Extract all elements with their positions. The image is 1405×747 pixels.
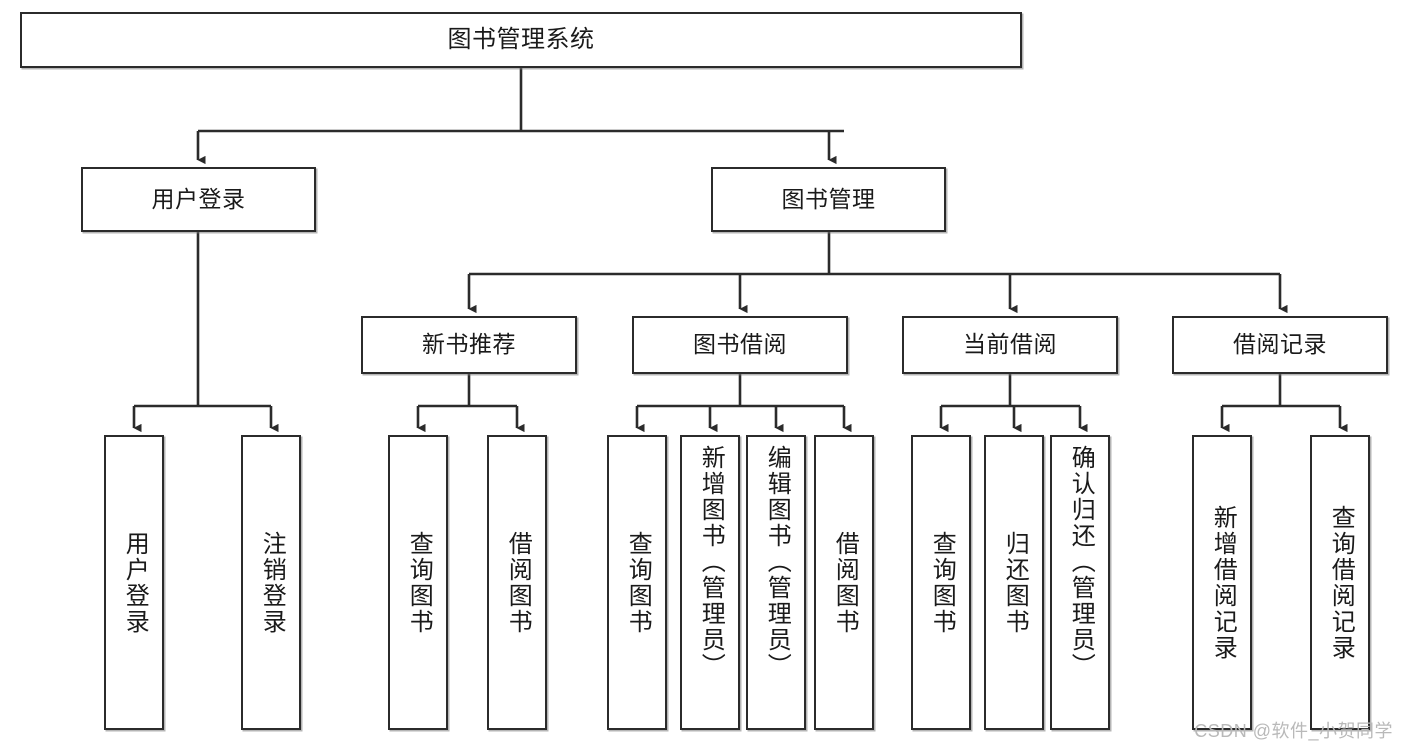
- node-leaf-query-borrow-record-label: 查询借阅记录: [1327, 504, 1355, 661]
- node-leaf-query-book-1[interactable]: 查询图书: [388, 435, 448, 730]
- node-leaf-logout-label: 注销登录: [258, 530, 286, 635]
- node-leaf-edit-book[interactable]: 编辑图书（管理员）: [746, 435, 806, 730]
- node-leaf-add-borrow-record[interactable]: 新增借阅记录: [1192, 435, 1252, 730]
- node-leaf-add-book-label: 新增图书（管理员）: [697, 445, 725, 679]
- node-user-login-label: 用户登录: [151, 185, 246, 212]
- node-leaf-borrow-book-2-label: 借阅图书: [831, 530, 859, 635]
- node-book-manage-label: 图书管理: [781, 185, 876, 212]
- node-new-book-recommend-label: 新书推荐: [422, 331, 516, 358]
- node-new-book-recommend[interactable]: 新书推荐: [361, 316, 577, 374]
- node-book-borrow-label: 图书借阅: [693, 331, 787, 358]
- node-leaf-borrow-book-2[interactable]: 借阅图书: [814, 435, 874, 730]
- node-leaf-query-borrow-record[interactable]: 查询借阅记录: [1310, 435, 1370, 730]
- node-book-borrow[interactable]: 图书借阅: [632, 316, 848, 374]
- node-leaf-confirm-return[interactable]: 确认归还（管理员）: [1050, 435, 1110, 730]
- node-borrow-record-label: 借阅记录: [1233, 331, 1327, 358]
- node-leaf-logout[interactable]: 注销登录: [241, 435, 301, 730]
- node-current-borrow[interactable]: 当前借阅: [902, 316, 1118, 374]
- node-leaf-add-book[interactable]: 新增图书（管理员）: [680, 435, 740, 730]
- node-leaf-borrow-book-1-label: 借阅图书: [504, 530, 532, 635]
- node-root-label: 图书管理系统: [447, 25, 595, 53]
- node-borrow-record[interactable]: 借阅记录: [1172, 316, 1388, 374]
- node-book-manage[interactable]: 图书管理: [711, 167, 946, 232]
- node-leaf-user-login[interactable]: 用户登录: [104, 435, 164, 730]
- node-user-login[interactable]: 用户登录: [81, 167, 316, 232]
- node-leaf-query-book-2-label: 查询图书: [624, 530, 652, 635]
- node-leaf-query-book-3-label: 查询图书: [928, 530, 956, 635]
- node-leaf-query-book-1-label: 查询图书: [405, 530, 433, 635]
- node-leaf-query-book-3[interactable]: 查询图书: [911, 435, 971, 730]
- node-leaf-add-borrow-record-label: 新增借阅记录: [1209, 504, 1237, 661]
- watermark-text: CSDN @软件_小贺同学: [1194, 721, 1393, 741]
- node-leaf-borrow-book-1[interactable]: 借阅图书: [487, 435, 547, 730]
- node-leaf-edit-book-label: 编辑图书（管理员）: [763, 445, 791, 679]
- node-leaf-user-login-label: 用户登录: [121, 530, 149, 635]
- node-leaf-query-book-2[interactable]: 查询图书: [607, 435, 667, 730]
- node-leaf-return-book[interactable]: 归还图书: [984, 435, 1044, 730]
- node-leaf-confirm-return-label: 确认归还（管理员）: [1067, 445, 1095, 679]
- node-leaf-return-book-label: 归还图书: [1001, 530, 1029, 635]
- node-root[interactable]: 图书管理系统: [20, 12, 1022, 68]
- node-current-borrow-label: 当前借阅: [963, 331, 1057, 358]
